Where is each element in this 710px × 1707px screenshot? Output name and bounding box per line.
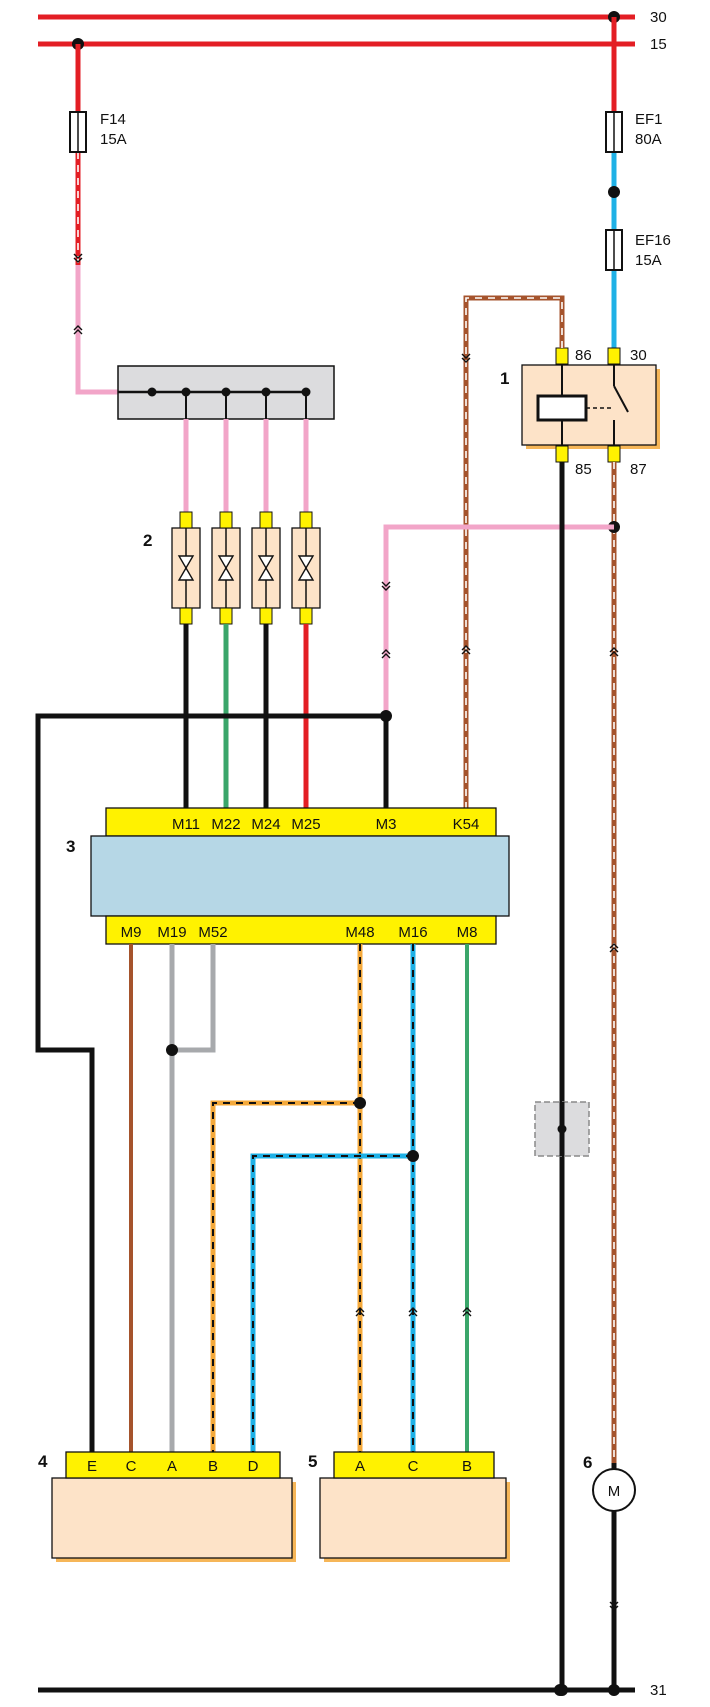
junction-dot: [380, 710, 392, 722]
component-4-pin-e: E: [87, 1458, 97, 1475]
relay: 86 30 85 87: [521, 347, 660, 478]
relay-pin-30: 30: [630, 347, 647, 364]
junction-dot: [407, 1150, 419, 1162]
fuse-ef1-rating: 80A: [635, 131, 662, 148]
wire-m19-m52-grey: [169, 944, 216, 1452]
motor-number: 6: [583, 1453, 592, 1472]
junction-dot: [608, 186, 620, 198]
relay-number: 1: [500, 369, 509, 388]
module-pin-m22: M22: [211, 816, 240, 833]
fuse-ef16: EF16 15A: [605, 229, 671, 271]
wire-f14-feed: [73, 44, 118, 395]
module-pin-m8: M8: [457, 924, 478, 941]
fuse-ef16-name: EF16: [635, 232, 671, 249]
diode: [291, 511, 321, 625]
bus-31-label: 31: [650, 1682, 667, 1699]
wires-splice-to-diodes: [183, 419, 309, 512]
wire-m3-black: [35, 713, 389, 1452]
wire-m16-blue: [250, 944, 418, 1452]
relay-pin-85: 85: [575, 461, 592, 478]
component-5-number: 5: [308, 1452, 317, 1471]
module-pin-m9: M9: [121, 924, 142, 941]
component-5-pin-a: A: [355, 1458, 365, 1475]
component-4-pin-d: D: [248, 1458, 259, 1475]
module-pin-m19: M19: [157, 924, 186, 941]
junction-dot: [166, 1044, 178, 1056]
component-4-pin-c: C: [126, 1458, 137, 1475]
module-pin-m48: M48: [345, 924, 374, 941]
relay-pin-86: 86: [575, 347, 592, 364]
fuse-f14-name: F14: [100, 111, 126, 128]
module-pin-m16: M16: [398, 924, 427, 941]
component-4-pin-a: A: [167, 1458, 177, 1475]
fuse-f14: F14 15A: [69, 111, 127, 153]
diode: [251, 511, 281, 625]
module-pin-m3: M3: [376, 816, 397, 833]
component-5: A C B: [319, 1451, 510, 1562]
wire-k54: [461, 295, 565, 808]
bus-30-label: 30: [650, 9, 667, 26]
fuse-ef1-name: EF1: [635, 111, 663, 128]
module-pin-m11: M11: [172, 816, 200, 833]
module-number: 3: [66, 837, 75, 856]
bus-31: 31: [38, 1682, 667, 1699]
splice-box: [117, 365, 335, 420]
diode: [211, 511, 241, 625]
ground-splice: [534, 1101, 590, 1157]
wire-87-to-motor: [609, 462, 619, 1463]
control-module: M11 M22 M24 M25 M3 K54 M9 M19 M52 M48 M1…: [90, 807, 510, 945]
fuse-f14-rating: 15A: [100, 131, 127, 148]
relay-pin-87: 87: [630, 461, 647, 478]
module-pin-m52: M52: [198, 924, 227, 941]
bus-15-label: 15: [650, 36, 667, 53]
bus-15: 15: [38, 36, 667, 53]
diode: [171, 511, 201, 625]
wire-m48-orange: [210, 944, 365, 1452]
bus-30: 30: [38, 9, 667, 26]
diode-pack: [171, 511, 321, 625]
component-5-pin-c: C: [408, 1458, 419, 1475]
fuse-ef16-rating: 15A: [635, 252, 662, 269]
component-4: E C A B D: [51, 1451, 296, 1562]
component-4-pin-b: B: [208, 1458, 218, 1475]
junction-dot: [556, 1684, 568, 1696]
module-pin-m24: M24: [251, 816, 280, 833]
motor-symbol: M: [608, 1483, 621, 1500]
motor: M: [592, 1463, 636, 1690]
module-pin-m25: M25: [291, 816, 320, 833]
module-pin-k54: K54: [453, 816, 480, 833]
component-4-number: 4: [38, 1452, 48, 1471]
wire-87-to-m3: [381, 524, 614, 716]
component-5-pin-b: B: [462, 1458, 472, 1475]
junction-dot: [354, 1097, 366, 1109]
diode-pack-number: 2: [143, 531, 152, 550]
fuse-ef1: EF1 80A: [605, 111, 663, 153]
wire-m8-green: [462, 944, 472, 1452]
